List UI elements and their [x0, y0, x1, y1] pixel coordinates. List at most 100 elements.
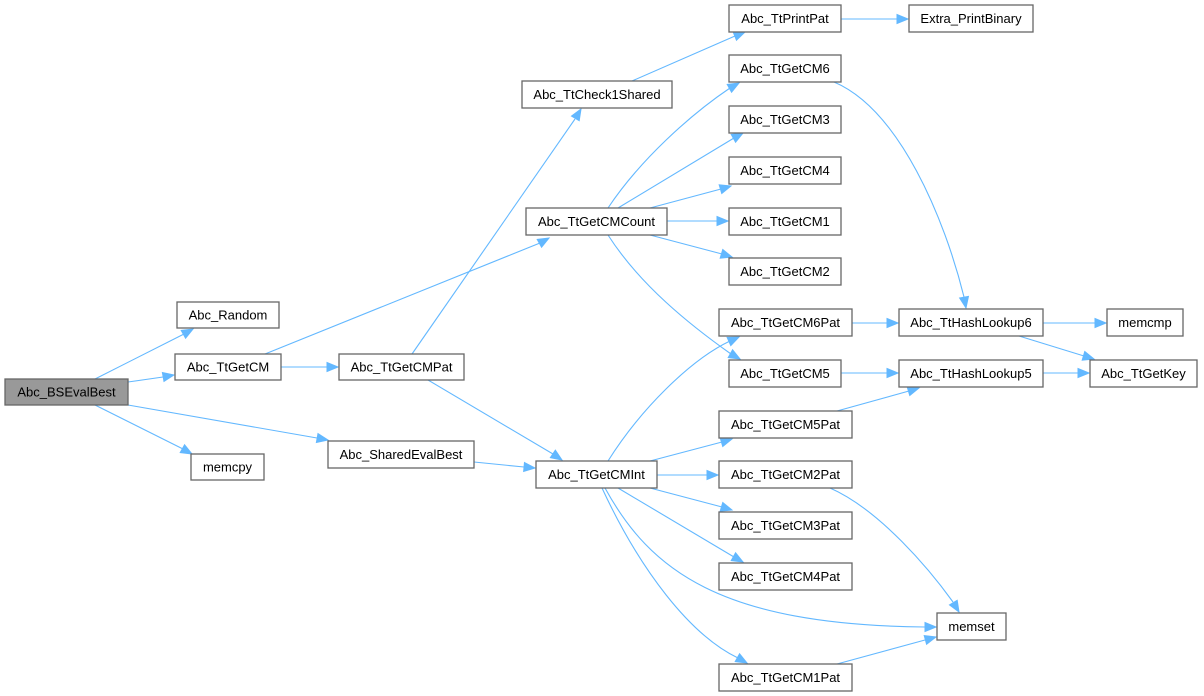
node-box[interactable]	[936, 612, 1007, 641]
node-label: Abc_TtGetCMInt	[548, 467, 645, 482]
node-box[interactable]	[908, 4, 1034, 33]
node-box[interactable]	[728, 257, 842, 286]
edge-abc-ttgetcmpat-to-abc-ttgetcmint	[427, 379, 564, 461]
node-box[interactable]	[728, 359, 842, 388]
node-label: Abc_TtHashLookup6	[910, 315, 1031, 330]
node-box[interactable]	[4, 378, 129, 406]
edge-abc-bsevalbest-to-abc-ttgetcm	[127, 371, 176, 383]
node-abc-tthashlookup5[interactable]: Abc_TtHashLookup5	[898, 359, 1044, 388]
edge-abc-tthashlookup6-to-abc-ttgetkey	[1018, 335, 1096, 361]
arrowhead-icon	[706, 469, 720, 481]
edge-line	[427, 379, 554, 455]
node-label: Abc_TtGetCM3	[740, 112, 830, 127]
arrowhead-icon	[718, 184, 733, 195]
node-box[interactable]	[521, 80, 673, 109]
node-abc-ttgetcm[interactable]: Abc_TtGetCM	[174, 353, 282, 381]
node-abc-bsevalbest[interactable]: Abc_BSEvalBest	[4, 378, 129, 406]
node-abc-ttgetkey[interactable]: Abc_TtGetKey	[1089, 359, 1198, 388]
node-memset[interactable]: memset	[936, 612, 1007, 641]
arrowhead-icon	[732, 31, 747, 42]
node-box[interactable]	[535, 460, 658, 489]
edge-abc-ttcheck1shared-to-abc-ttprintpat	[631, 31, 747, 82]
node-label: Abc_TtGetCM5Pat	[731, 417, 840, 432]
node-label: Abc_TtGetCM1Pat	[731, 670, 840, 685]
arrowhead-icon	[570, 107, 582, 122]
edge-line	[649, 487, 723, 508]
node-box[interactable]	[525, 207, 668, 236]
node-abc-ttprintpat[interactable]: Abc_TtPrintPat	[728, 4, 842, 33]
node-abc-ttgetcm4pat[interactable]: Abc_TtGetCM4Pat	[718, 562, 853, 591]
node-box[interactable]	[338, 353, 465, 381]
arrowhead-icon	[719, 437, 734, 448]
node-box[interactable]	[190, 453, 265, 481]
node-box[interactable]	[1089, 359, 1198, 388]
node-abc-ttgetcm2[interactable]: Abc_TtGetCM2	[728, 257, 842, 286]
node-abc-ttgetcmcount[interactable]: Abc_TtGetCMCount	[525, 207, 668, 236]
arrowhead-icon	[716, 215, 730, 227]
node-abc-ttgetcm1pat[interactable]: Abc_TtGetCM1Pat	[718, 663, 853, 692]
edge-line	[836, 639, 926, 665]
node-box[interactable]	[728, 4, 842, 33]
node-box[interactable]	[728, 105, 842, 134]
edge-abc-ttprintpat-to-extra-printbinary	[841, 13, 910, 25]
edge-abc-bsevalbest-to-memcpy	[94, 404, 194, 455]
edge-abc-tthashlookup5-to-abc-ttgetkey	[1043, 367, 1091, 379]
node-box[interactable]	[1106, 308, 1184, 337]
node-box[interactable]	[728, 54, 842, 83]
node-box[interactable]	[176, 301, 280, 329]
arrowhead-icon	[958, 295, 970, 310]
arrowhead-icon	[886, 317, 900, 329]
edge-line	[607, 234, 732, 355]
node-box[interactable]	[898, 308, 1044, 337]
edge-abc-tthashlookup6-to-memcmp	[1043, 317, 1108, 329]
node-box[interactable]	[898, 359, 1044, 388]
node-abc-ttgetcmpat[interactable]: Abc_TtGetCMPat	[338, 353, 465, 381]
node-label: Abc_TtGetCM4	[740, 163, 830, 178]
node-abc-sharedevalbest[interactable]: Abc_SharedEvalBest	[327, 440, 475, 469]
node-box[interactable]	[718, 562, 853, 591]
node-abc-tthashlookup6[interactable]: Abc_TtHashLookup6	[898, 308, 1044, 337]
node-memcpy[interactable]: memcpy	[190, 453, 265, 481]
node-label: Abc_TtGetCMCount	[538, 214, 655, 229]
edge-abc-ttgetcmcount-to-abc-ttgetcm3	[617, 132, 745, 209]
arrowhead-icon	[536, 237, 551, 249]
node-memcmp[interactable]: memcmp	[1106, 308, 1184, 337]
node-box[interactable]	[718, 511, 853, 540]
arrowhead-icon	[315, 432, 330, 444]
node-box[interactable]	[718, 460, 853, 489]
node-box[interactable]	[327, 440, 475, 469]
node-abc-ttgetcm5pat[interactable]: Abc_TtGetCM5Pat	[718, 410, 853, 439]
node-label: Abc_TtCheck1Shared	[533, 87, 660, 102]
node-label: Abc_TtHashLookup5	[910, 366, 1031, 381]
edge-abc-ttgetcmint-to-abc-ttgetcm3pat	[649, 487, 734, 512]
node-box[interactable]	[718, 663, 853, 692]
node-abc-ttgetcmint[interactable]: Abc_TtGetCMInt	[535, 460, 658, 489]
node-abc-ttgetcm2pat[interactable]: Abc_TtGetCM2Pat	[718, 460, 853, 489]
edge-line	[649, 441, 723, 462]
node-abc-ttgetcm6pat[interactable]: Abc_TtGetCM6Pat	[718, 308, 853, 337]
node-box[interactable]	[718, 410, 853, 439]
node-box[interactable]	[728, 156, 842, 185]
node-abc-ttgetcm3pat[interactable]: Abc_TtGetCM3Pat	[718, 511, 853, 540]
node-box[interactable]	[174, 353, 282, 381]
node-abc-ttgetcm1[interactable]: Abc_TtGetCM1	[728, 207, 842, 236]
node-extra-printbinary[interactable]: Extra_PrintBinary	[908, 4, 1034, 33]
node-abc-ttgetcm3[interactable]: Abc_TtGetCM3	[728, 105, 842, 134]
arrowhead-icon	[726, 336, 741, 347]
node-abc-ttgetcm5[interactable]: Abc_TtGetCM5	[728, 359, 842, 388]
node-box[interactable]	[718, 308, 853, 337]
node-label: memset	[948, 619, 995, 634]
arrowhead-icon	[180, 328, 195, 340]
node-label: Abc_TtGetKey	[1101, 366, 1186, 381]
arrowhead-icon	[730, 551, 745, 563]
arrowhead-icon	[923, 634, 938, 646]
node-box[interactable]	[728, 207, 842, 236]
node-abc-random[interactable]: Abc_Random	[176, 301, 280, 329]
arrowhead-icon	[730, 132, 745, 144]
edge-abc-ttgetcm6pat-to-abc-tthashlookup6	[852, 317, 900, 329]
node-abc-ttcheck1shared[interactable]: Abc_TtCheck1Shared	[521, 80, 673, 109]
node-abc-ttgetcm4[interactable]: Abc_TtGetCM4	[728, 156, 842, 185]
edge-abc-ttgetcmcount-to-abc-ttgetcm6	[607, 82, 741, 209]
node-abc-ttgetcm6[interactable]: Abc_TtGetCM6	[728, 54, 842, 83]
arrowhead-icon	[948, 599, 960, 614]
